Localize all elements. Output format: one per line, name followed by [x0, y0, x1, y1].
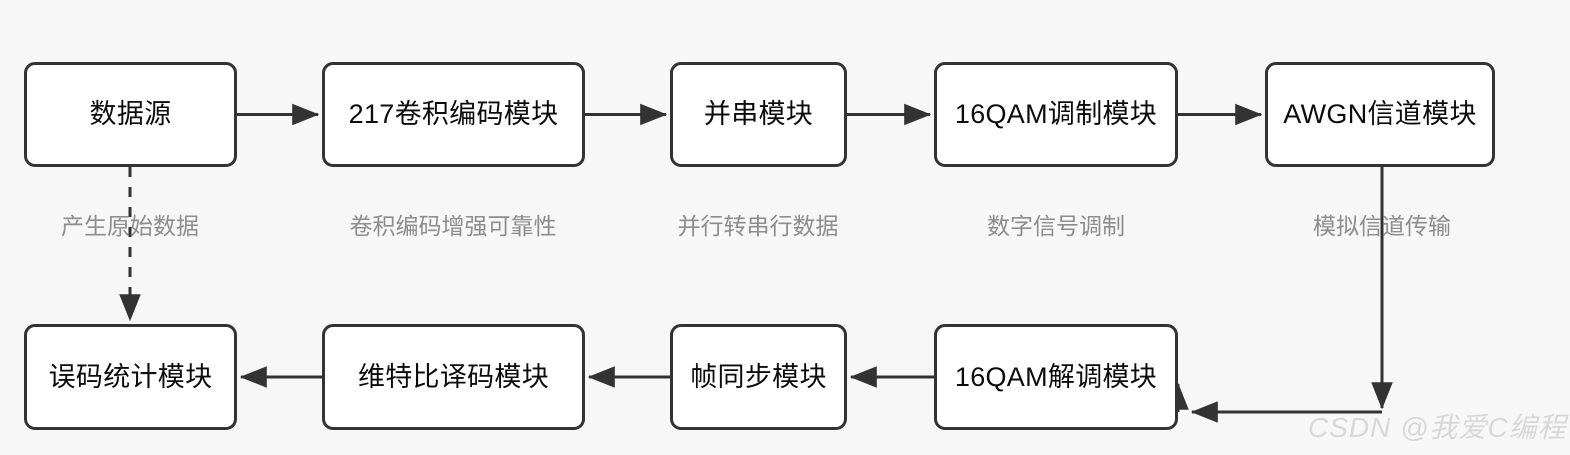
node-parallel-serial[interactable]: 并串模块 [670, 62, 847, 167]
node-label: 16QAM调制模块 [954, 99, 1158, 129]
node-conv-encoder[interactable]: 217卷积编码模块 [322, 62, 585, 167]
node-data-source[interactable]: 数据源 [24, 62, 237, 167]
caption-data-source: 产生原始数据 [61, 213, 199, 239]
node-viterbi-decoder[interactable]: 维特比译码模块 [322, 324, 585, 430]
caption-qam-modulator: 数字信号调制 [987, 213, 1125, 239]
node-label: 并串模块 [703, 99, 814, 129]
csdn-watermark: CSDN @我爱C编程 [1308, 412, 1567, 443]
caption-parallel-serial: 并行转串行数据 [677, 213, 839, 239]
edge-awgn-to-demodulator [1167, 167, 1393, 423]
node-label: 帧同步模块 [690, 361, 827, 392]
node-label: 维特比译码模块 [357, 361, 550, 392]
node-awgn-channel[interactable]: AWGN信道模块 [1265, 62, 1495, 167]
node-label: 数据源 [89, 99, 172, 129]
node-label: 217卷积编码模块 [348, 99, 559, 129]
caption-awgn-channel: 模拟信道传输 [1313, 213, 1451, 239]
node-qam-modulator[interactable]: 16QAM调制模块 [934, 62, 1178, 167]
node-ber-statistics[interactable]: 误码统计模块 [24, 324, 237, 430]
node-frame-sync[interactable]: 帧同步模块 [670, 324, 847, 430]
node-qam-demodulator[interactable]: 16QAM解调模块 [934, 324, 1178, 430]
node-label: 误码统计模块 [48, 361, 213, 392]
node-label: AWGN信道模块 [1283, 99, 1477, 129]
caption-conv-encoder: 卷积编码增强可靠性 [349, 213, 557, 239]
node-label: 16QAM解调模块 [954, 361, 1158, 392]
